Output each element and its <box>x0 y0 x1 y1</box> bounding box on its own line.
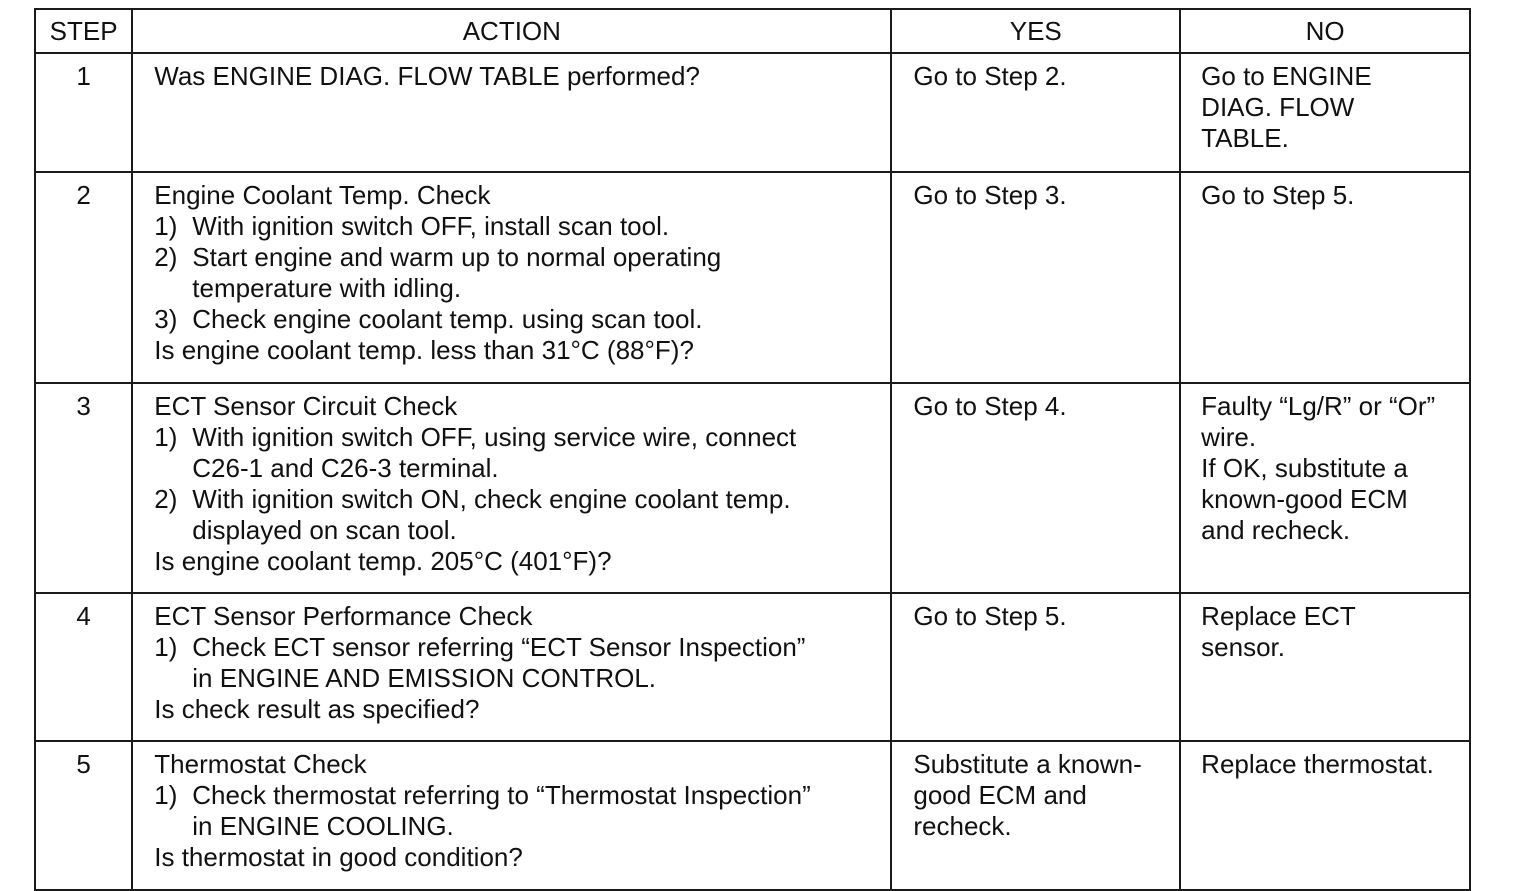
no-text: Replace ECT <box>1201 601 1356 631</box>
action-question: Is engine coolant temp. less than 31°C (… <box>154 335 694 365</box>
yes-text: Go to Step 4. <box>913 391 1067 421</box>
item-text: With ignition switch OFF, using service … <box>192 422 797 452</box>
item-text: in ENGINE AND EMISSION CONTROL. <box>192 663 657 693</box>
action-question: Is check result as specified? <box>154 694 480 724</box>
step-number: 3 <box>33 382 134 594</box>
no-text: sensor. <box>1201 632 1285 662</box>
action-item: 1) With ignition switch OFF, install sca… <box>154 211 882 242</box>
no-text: If OK, substitute a <box>1201 453 1408 483</box>
no-cell: Go to Step 5. <box>1179 171 1471 384</box>
action-item: 1) Check ECT sensor referring “ECT Senso… <box>154 632 882 694</box>
no-cell: Go to ENGINE DIAG. FLOW TABLE. <box>1179 52 1471 173</box>
action-item: 1) With ignition switch OFF, using servi… <box>154 422 882 484</box>
item-text: in ENGINE COOLING. <box>192 811 454 841</box>
item-number: 2) <box>154 484 178 514</box>
yes-cell: Substitute a known- good ECM and recheck… <box>890 740 1182 891</box>
table-row: 3 ECT Sensor Circuit Check 1) With ignit… <box>33 382 1471 594</box>
step-number: 4 <box>33 592 134 742</box>
step-number: 2 <box>33 171 134 384</box>
item-text: Start engine and warm up to normal opera… <box>192 242 722 272</box>
table-row: 4 ECT Sensor Performance Check 1) Check … <box>33 592 1471 742</box>
no-text: known-good ECM <box>1201 484 1408 514</box>
action-cell: Engine Coolant Temp. Check 1) With ignit… <box>131 171 893 384</box>
item-text: C26-1 and C26-3 terminal. <box>192 453 499 483</box>
table-row: 5 Thermostat Check 1) Check thermostat r… <box>33 740 1471 891</box>
header-step: STEP <box>33 8 134 54</box>
action-item: 1) Check thermostat referring to “Thermo… <box>154 780 882 842</box>
action-question: Is engine coolant temp. 205°C (401°F)? <box>154 546 612 576</box>
no-text: Replace thermostat. <box>1201 749 1434 779</box>
no-text: Go to Step 5. <box>1201 180 1355 210</box>
item-text: With ignition switch ON, check engine co… <box>192 484 791 514</box>
no-text: DIAG. FLOW <box>1201 92 1355 122</box>
yes-cell: Go to Step 2. <box>890 52 1182 173</box>
item-text: Check thermostat referring to “Thermosta… <box>192 780 811 810</box>
action-item: 2) With ignition switch ON, check engine… <box>154 484 882 546</box>
no-cell: Replace thermostat. <box>1179 740 1471 891</box>
diagnostic-flow-table: STEP ACTION YES NO 1 Was ENGINE DIAG. FL… <box>33 8 1471 891</box>
action-title: Engine Coolant Temp. Check <box>154 180 491 210</box>
yes-cell: Go to Step 5. <box>890 592 1182 742</box>
yes-text: Go to Step 3. <box>913 180 1067 210</box>
no-text: wire. <box>1201 422 1257 452</box>
item-number: 2) <box>154 242 178 272</box>
no-text: Go to ENGINE <box>1201 61 1372 91</box>
item-number: 1) <box>154 422 178 452</box>
action-title: Was ENGINE DIAG. FLOW TABLE performed? <box>154 61 700 91</box>
item-text: Check engine coolant temp. using scan to… <box>192 304 703 334</box>
item-number: 1) <box>154 632 178 662</box>
yes-cell: Go to Step 3. <box>890 171 1182 384</box>
header-row: STEP ACTION YES NO <box>33 8 1471 54</box>
step-number: 5 <box>33 740 134 891</box>
table-row: 1 Was ENGINE DIAG. FLOW TABLE performed?… <box>33 52 1471 173</box>
no-text: Faulty “Lg/R” or “Or” <box>1201 391 1436 421</box>
yes-text: Go to Step 5. <box>913 601 1067 631</box>
action-title: Thermostat Check <box>154 749 367 779</box>
item-number: 3) <box>154 304 178 334</box>
yes-text: good ECM and <box>913 780 1087 810</box>
action-title: ECT Sensor Performance Check <box>154 601 533 631</box>
item-text: displayed on scan tool. <box>192 515 457 545</box>
item-text: With ignition switch OFF, install scan t… <box>192 211 670 241</box>
no-cell: Faulty “Lg/R” or “Or” wire. If OK, subst… <box>1179 382 1471 594</box>
yes-cell: Go to Step 4. <box>890 382 1182 594</box>
yes-text: Substitute a known- <box>913 749 1142 779</box>
item-text: temperature with idling. <box>192 273 462 303</box>
action-cell: Was ENGINE DIAG. FLOW TABLE performed? <box>131 52 893 173</box>
action-title: ECT Sensor Circuit Check <box>154 391 458 421</box>
action-cell: ECT Sensor Circuit Check 1) With ignitio… <box>131 382 893 594</box>
item-number: 1) <box>154 211 178 241</box>
no-text: TABLE. <box>1201 123 1289 153</box>
no-text: and recheck. <box>1201 515 1351 545</box>
action-item: 2) Start engine and warm up to normal op… <box>154 242 882 304</box>
header-no: NO <box>1179 8 1471 54</box>
header-action: ACTION <box>131 8 893 54</box>
step-number: 1 <box>33 52 134 173</box>
item-text: Check ECT sensor referring “ECT Sensor I… <box>192 632 806 662</box>
table-row: 2 Engine Coolant Temp. Check 1) With ign… <box>33 171 1471 384</box>
item-number: 1) <box>154 780 178 810</box>
yes-text: Go to Step 2. <box>913 61 1067 91</box>
no-cell: Replace ECT sensor. <box>1179 592 1471 742</box>
action-cell: ECT Sensor Performance Check 1) Check EC… <box>131 592 893 742</box>
yes-text: recheck. <box>913 811 1012 841</box>
header-yes: YES <box>890 8 1182 54</box>
action-cell: Thermostat Check 1) Check thermostat ref… <box>131 740 893 891</box>
action-item: 3) Check engine coolant temp. using scan… <box>154 304 882 335</box>
